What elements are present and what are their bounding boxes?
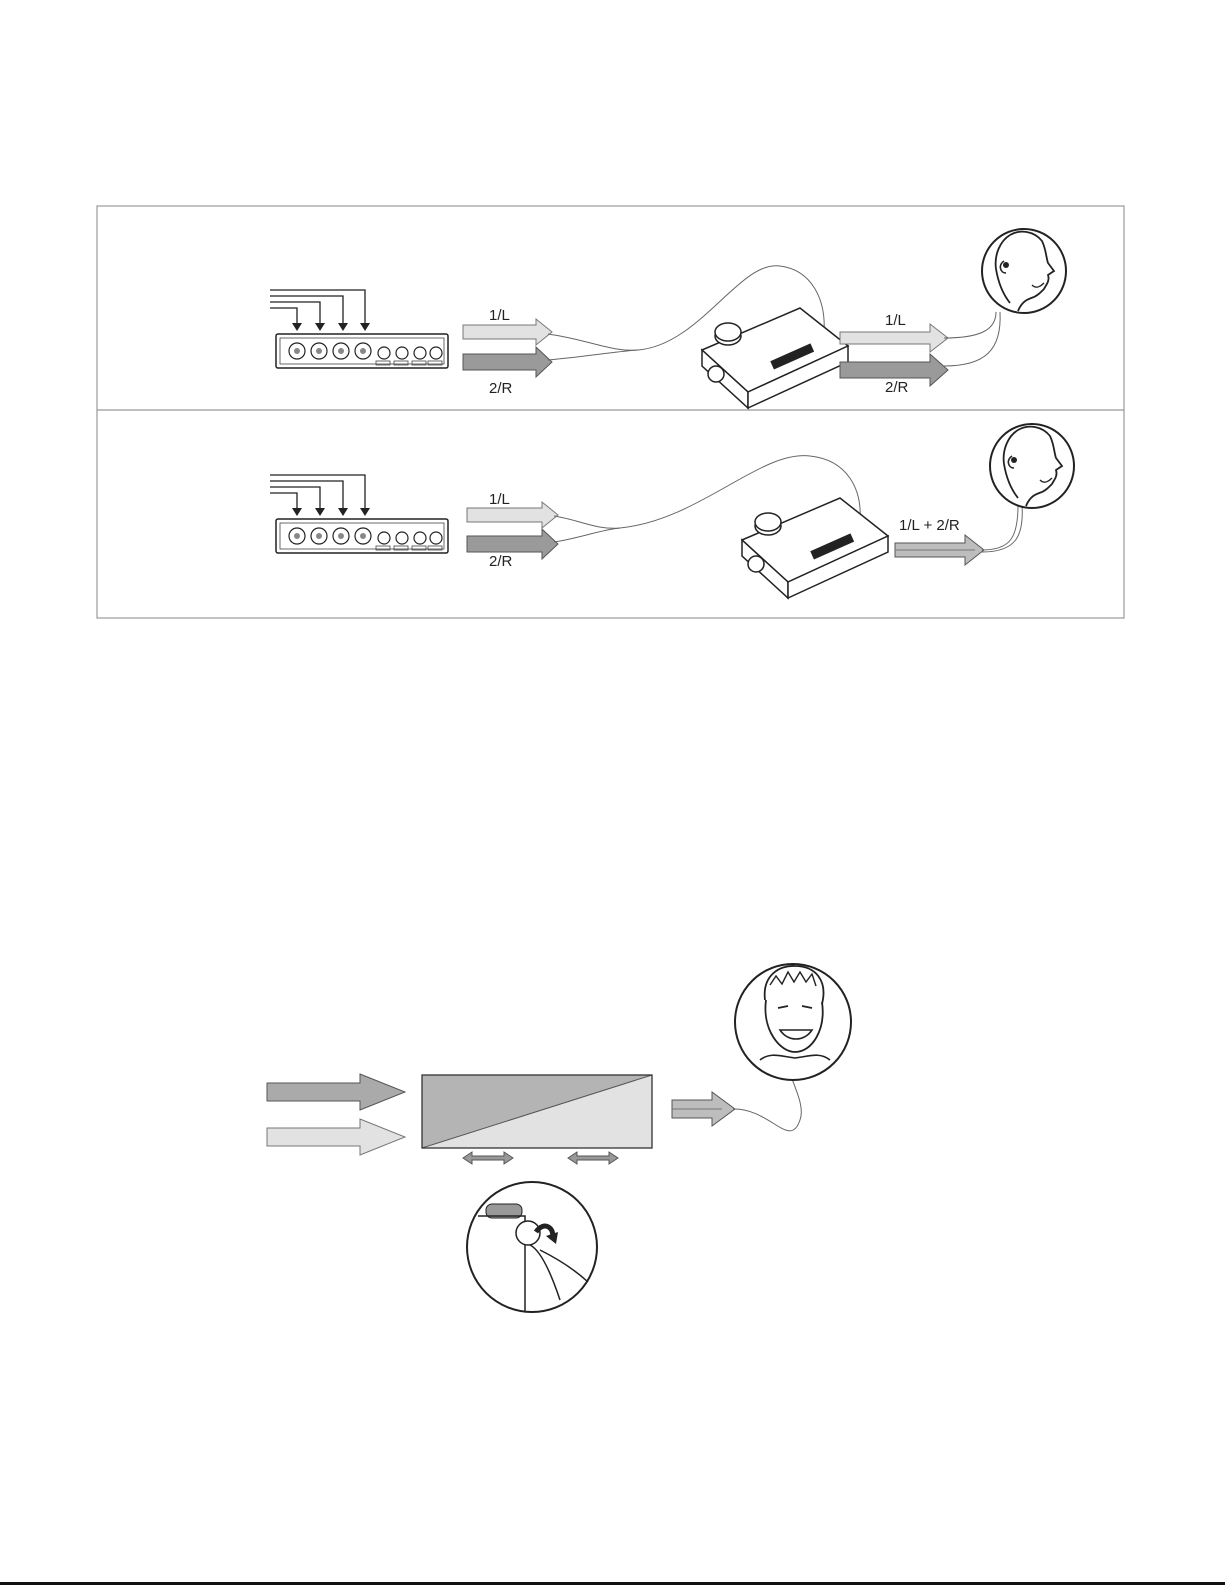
mixer-device-icon bbox=[276, 334, 448, 368]
mix-balance-box bbox=[422, 1075, 652, 1148]
bodypack-receiver-icon bbox=[702, 308, 848, 408]
bodypack-receiver-icon bbox=[742, 498, 888, 598]
input-cables bbox=[270, 290, 365, 325]
double-arrow-left bbox=[463, 1152, 513, 1164]
double-arrow-right bbox=[568, 1152, 618, 1164]
listener-face-icon bbox=[735, 964, 851, 1080]
arrow-label-2r: 2/R bbox=[489, 553, 513, 570]
signal-arrow-right bbox=[463, 347, 552, 377]
mono-panel: 1/L 2/R 1/L + 2/R bbox=[270, 424, 1074, 598]
signal-arrow-left bbox=[467, 502, 558, 528]
listener-head-icon bbox=[990, 424, 1074, 508]
arrow-label-2r: 2/R bbox=[489, 380, 513, 397]
signal-arrow-right bbox=[467, 529, 558, 559]
listener-head-icon bbox=[982, 229, 1066, 313]
pan-knob-hand-icon bbox=[467, 1182, 597, 1312]
arrow-label-1l: 1/L bbox=[489, 307, 510, 324]
input-arrow-dark bbox=[267, 1074, 405, 1110]
output-label-2r: 2/R bbox=[885, 379, 909, 396]
input-cable-arrows bbox=[292, 323, 370, 331]
pan-figure bbox=[267, 964, 851, 1312]
arrow-label-1l: 1/L bbox=[489, 491, 510, 508]
output-label-1l: 1/L bbox=[885, 312, 906, 329]
input-cables bbox=[270, 475, 365, 510]
mixer-device-icon bbox=[276, 519, 448, 553]
stereo-panel: 1/L 2/R 1/L 2/R bbox=[270, 229, 1066, 408]
input-arrow-light bbox=[267, 1119, 405, 1155]
output-label-combined: 1/L + 2/R bbox=[899, 517, 960, 534]
